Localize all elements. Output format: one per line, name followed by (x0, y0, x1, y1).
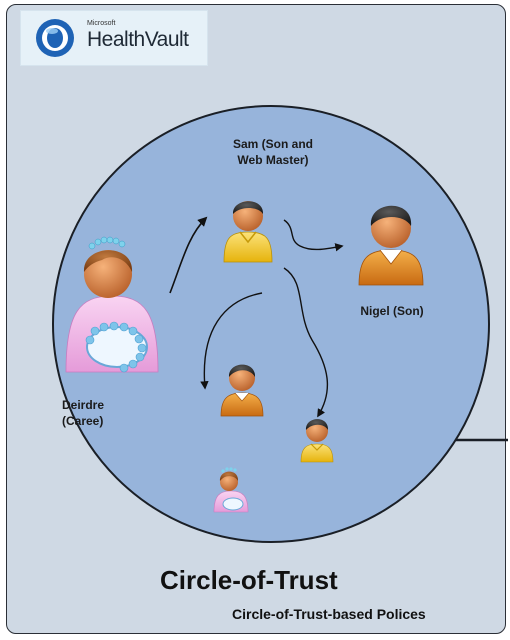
person-deirdre-icon (65, 236, 159, 373)
diagram-subtitle: Circle-of-Trust-based Polices (232, 606, 426, 622)
healthvault-logo-icon (36, 19, 74, 57)
person-sam-icon (223, 201, 273, 263)
logo-healthvault-text: HealthVault (87, 28, 189, 51)
person-nigel-icon (358, 205, 424, 286)
person-member-orange-icon (220, 364, 264, 417)
person-member-pink-icon (213, 467, 249, 513)
person-member-yellow-icon (300, 419, 334, 463)
label-nigel: Nigel (Son) (360, 304, 424, 318)
label-deirdre: Deirdre (Caree) (62, 398, 105, 428)
label-sam: Sam (Son and Web Master) (232, 137, 313, 167)
arrow-deirdre-to-sam (169, 216, 208, 294)
arrow-sam-to-member2 (283, 267, 329, 418)
diagram-title: Circle-of-Trust (160, 565, 338, 595)
arrow-sam-to-nigel (283, 219, 344, 252)
healthvault-logo: Microsoft HealthVault (20, 10, 208, 66)
arrow-sam-to-member1 (200, 292, 263, 390)
logo-microsoft-text: Microsoft (87, 20, 116, 27)
